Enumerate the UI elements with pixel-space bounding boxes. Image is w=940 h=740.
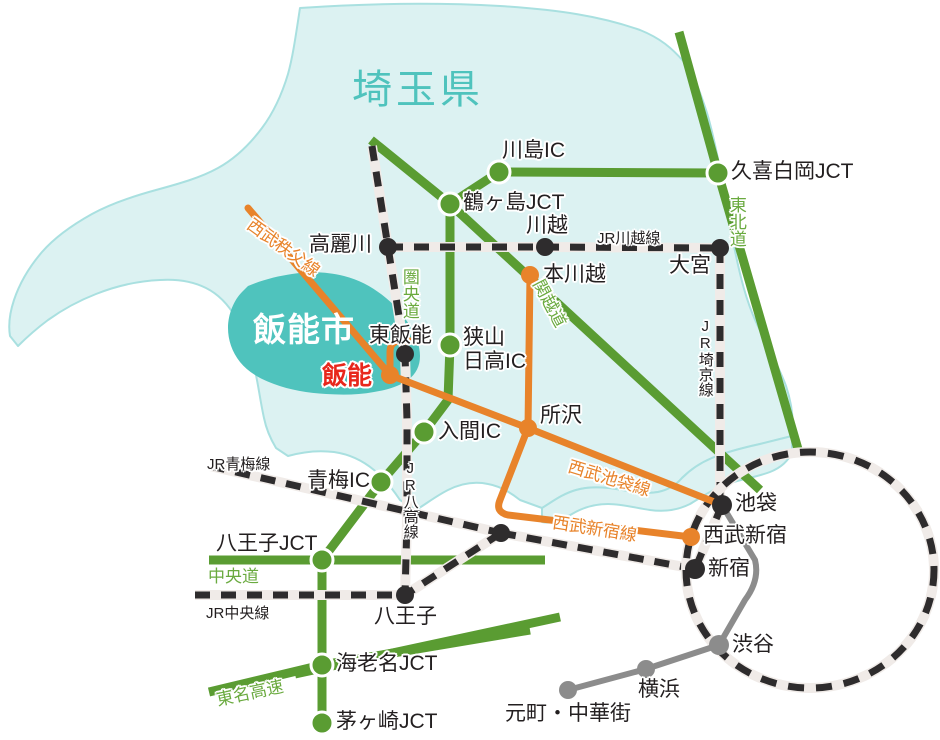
station-label-tokorozawa[interactable]: 所沢 bbox=[540, 404, 582, 427]
station-label-ikebukuro[interactable]: 池袋 bbox=[735, 492, 777, 515]
station-label-higashi-hanno[interactable]: 東飯能 bbox=[369, 324, 432, 347]
rail-jr-yamanote-west[interactable] bbox=[691, 503, 726, 571]
station-label-chigasaki-jct[interactable]: 茅ヶ崎JCT bbox=[336, 710, 438, 733]
line-label-ken-o-do: 圏央道 bbox=[399, 268, 419, 319]
station-label-ome-ic[interactable]: 青梅IC bbox=[307, 469, 370, 492]
station-label-motomachi-chukagai[interactable]: 元町・中華街 bbox=[505, 702, 631, 725]
node-ebina-jct[interactable] bbox=[309, 652, 335, 678]
node-omiya[interactable] bbox=[711, 239, 729, 257]
node-tachikawa[interactable] bbox=[492, 524, 510, 542]
rail-seibu-hanno-hook[interactable] bbox=[386, 337, 428, 379]
city-area-hanno bbox=[228, 272, 420, 395]
node-kawashima-ic[interactable] bbox=[486, 159, 512, 185]
station-label-ebina-jct[interactable]: 海老名JCT bbox=[336, 652, 438, 675]
station-label-hon-kawagoe[interactable]: 本川越 bbox=[543, 263, 606, 286]
station-label-shinjuku[interactable]: 新宿 bbox=[708, 557, 750, 580]
node-hachioji[interactable] bbox=[396, 586, 414, 604]
expressway-kenodo-vertical[interactable] bbox=[420, 204, 455, 435]
city-label-hanno: 飯能市 bbox=[253, 311, 355, 348]
line-label-jr-ome: JR青梅線 bbox=[207, 456, 271, 473]
station-label-hachioji-jct[interactable]: 八王子JCT bbox=[216, 532, 318, 555]
node-seibu-shinjuku[interactable] bbox=[682, 528, 700, 546]
rail-jr-yokohama-line[interactable] bbox=[403, 530, 503, 598]
station-label-komagawa[interactable]: 高麗川 bbox=[309, 233, 372, 256]
rail-jr-ome[interactable] bbox=[209, 462, 502, 537]
station-label-sayama-hidaka-ic-line1: 狭山 bbox=[463, 326, 505, 349]
node-hachioji-jct[interactable] bbox=[309, 547, 335, 573]
rail-jr-hachiko[interactable] bbox=[368, 145, 411, 596]
line-label-jr-hachiko: JR八高線 bbox=[401, 460, 419, 539]
station-label-iruma-ic[interactable]: 入間IC bbox=[438, 420, 501, 443]
node-yokohama[interactable] bbox=[637, 660, 655, 678]
node-iruma-ic[interactable] bbox=[411, 419, 437, 445]
line-label-tohoku-do: 東北道 bbox=[726, 196, 746, 247]
station-label-tsurugashima-jct[interactable]: 鶴ヶ島JCT bbox=[463, 191, 565, 214]
station-label-shibuya[interactable]: 渋谷 bbox=[732, 633, 774, 656]
line-label-jr-chuo: JR中央線 bbox=[206, 605, 270, 622]
node-kawagoe[interactable] bbox=[536, 238, 554, 256]
rail-tokyu-toyoko[interactable] bbox=[716, 502, 760, 648]
station-label-kuki-shiraoka-jct[interactable]: 久喜白岡JCT bbox=[731, 160, 854, 183]
node-hanno[interactable] bbox=[381, 366, 399, 384]
rail-seibu-chichibu[interactable] bbox=[244, 204, 394, 379]
station-label-yokohama[interactable]: 横浜 bbox=[638, 678, 680, 701]
station-label-sayama-hidaka-ic-line2: 日高IC bbox=[463, 349, 526, 373]
node-hon-kawagoe[interactable] bbox=[521, 266, 539, 284]
node-sayama-hidaka-ic[interactable] bbox=[437, 332, 463, 358]
node-shibuya[interactable] bbox=[709, 635, 729, 655]
station-label-sayama-hidaka-ic[interactable]: 狭山 日高IC bbox=[463, 326, 526, 373]
station-label-kawagoe[interactable]: 川越 bbox=[526, 214, 568, 237]
node-ome-ic[interactable] bbox=[368, 469, 394, 495]
expressway-tomei-east[interactable] bbox=[294, 612, 561, 679]
node-higashi-hanno[interactable] bbox=[396, 345, 414, 363]
line-label-chuo-do: 中央道 bbox=[208, 567, 259, 586]
rail-jr-chuo-east[interactable] bbox=[500, 529, 696, 573]
line-label-jr-saikyo: JR埼京線 bbox=[696, 318, 714, 397]
node-chigasaki-jct[interactable] bbox=[309, 710, 335, 736]
node-tokorozawa[interactable] bbox=[519, 419, 537, 437]
station-label-hanno[interactable]: 飯能 bbox=[322, 362, 373, 390]
station-label-kawashima-ic[interactable]: 川島IC bbox=[502, 139, 565, 162]
station-label-omiya[interactable]: 大宮 bbox=[669, 254, 711, 277]
rail-seibu-shinjuku[interactable] bbox=[495, 271, 695, 541]
rail-yamanote-loop[interactable] bbox=[682, 448, 938, 692]
station-label-seibu-shinjuku[interactable]: 西武新宿 bbox=[703, 524, 787, 547]
prefecture-label-saitama: 埼玉県 bbox=[352, 68, 484, 112]
station-label-hachioji[interactable]: 八王子 bbox=[374, 605, 437, 628]
node-motomachi-chukagai[interactable] bbox=[559, 681, 577, 699]
node-shinjuku[interactable] bbox=[685, 559, 705, 579]
node-komagawa[interactable] bbox=[379, 238, 397, 256]
line-label-jr-kawagoe: JR川越線 bbox=[597, 230, 661, 247]
node-tsurugashima-jct[interactable] bbox=[437, 191, 463, 217]
node-ikebukuro[interactable] bbox=[712, 495, 732, 515]
node-kuki-shiraoka-jct[interactable] bbox=[705, 160, 731, 186]
